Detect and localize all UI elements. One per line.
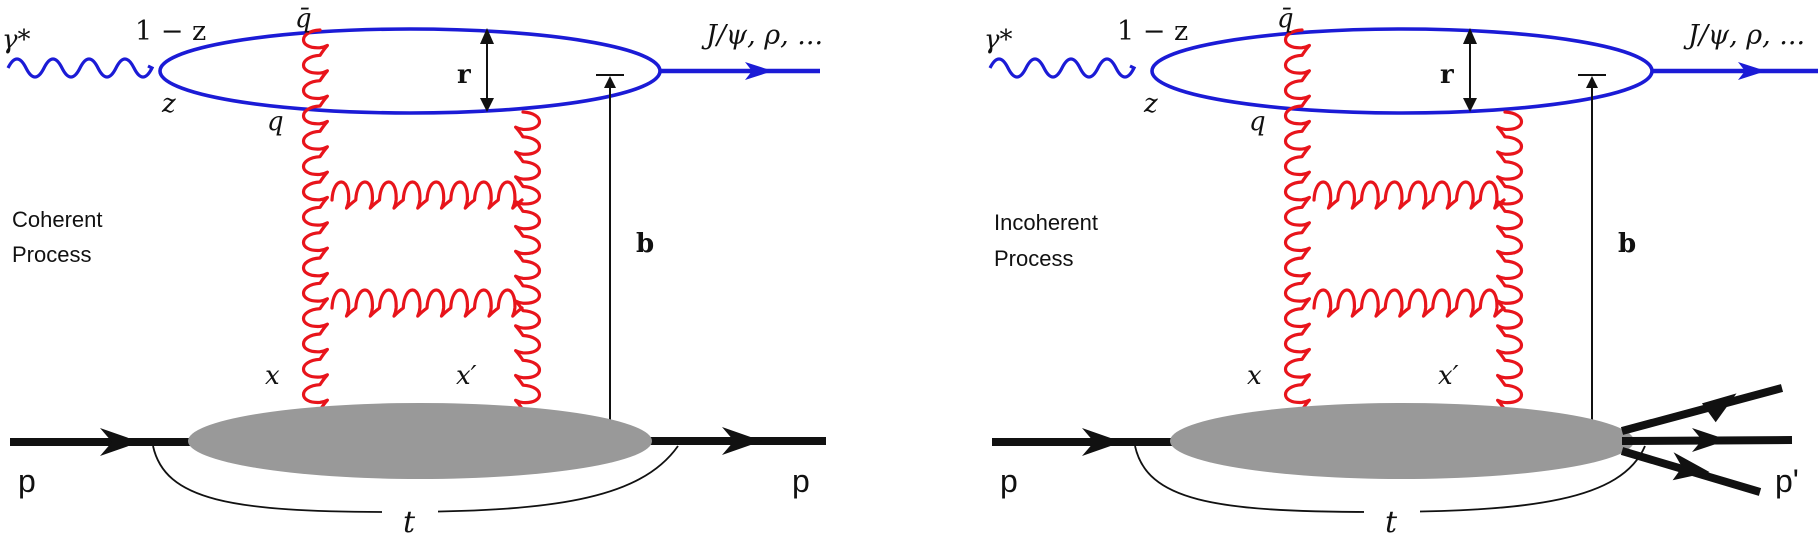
r-label: r (457, 60, 471, 90)
z-label: z (161, 89, 176, 119)
proton-in-label: p (18, 463, 36, 499)
gluon-left-vertical (1283, 28, 1312, 412)
photon-line (6, 57, 155, 79)
coherent-panel: γ* 1 − z z q̄ q r b x x′ J/ψ, ρ, ... Coh… (2, 4, 826, 539)
dipole-loop (1150, 27, 1654, 115)
meson-label: J/ψ, ρ, ... (1683, 20, 1805, 51)
z-label: z (1143, 89, 1158, 119)
proton-in-arrow (100, 428, 140, 456)
process-label-line1: Incoherent (994, 210, 1098, 235)
breakup-fragments (1620, 384, 1793, 496)
meson-label: J/ψ, ρ, ... (701, 20, 823, 51)
t-label: t (1385, 505, 1398, 539)
x-prime-label: x′ (1438, 361, 1459, 391)
proton-in-label: p (1000, 463, 1018, 499)
process-label-line2: Process (12, 242, 91, 267)
process-label-line2: Process (994, 246, 1073, 271)
target-blob (1170, 403, 1634, 479)
meson-arrow (745, 62, 773, 80)
gluon-left-vertical (301, 28, 330, 412)
gluon-rung-upper (330, 180, 524, 210)
b-arrow (596, 74, 624, 442)
r-arrow (480, 28, 494, 112)
r-arrow (1463, 28, 1477, 112)
gluon-rung-lower (330, 288, 524, 318)
target-blob (188, 403, 652, 479)
qbar-label: q̄ (295, 4, 312, 34)
photon-label: γ* (984, 25, 1013, 55)
proton-in-arrow (1082, 428, 1122, 456)
meson-arrow (1738, 62, 1766, 80)
q-label: q (1249, 107, 1266, 137)
x-label: x (265, 361, 280, 391)
one-minus-z-label: 1 − z (1117, 16, 1188, 47)
b-label: b (1618, 229, 1636, 259)
proton-out-arrow (722, 427, 762, 455)
gluon-rung-lower (1312, 288, 1506, 318)
t-label: t (403, 505, 416, 539)
photon-line (988, 57, 1137, 79)
gluon-right-vertical (1495, 110, 1524, 412)
r-label: r (1440, 60, 1454, 90)
dipole-loop (158, 27, 662, 115)
photon-label: γ* (2, 25, 31, 55)
b-label: b (636, 229, 654, 259)
qbar-label: q̄ (1277, 4, 1294, 34)
process-label-line1: Coherent (12, 207, 103, 232)
b-arrow (1578, 74, 1606, 442)
incoherent-panel: γ* 1 − z z q̄ q r b x x′ J/ψ, ρ, ... Inc… (984, 4, 1818, 539)
proton-out-label: p' (1775, 463, 1799, 499)
x-prime-label: x′ (456, 361, 477, 391)
proton-out-label: p (792, 463, 810, 499)
one-minus-z-label: 1 − z (135, 16, 206, 47)
gluon-right-vertical (513, 110, 542, 412)
x-label: x (1247, 361, 1262, 391)
q-label: q (267, 107, 284, 137)
gluon-rung-upper (1312, 180, 1506, 210)
